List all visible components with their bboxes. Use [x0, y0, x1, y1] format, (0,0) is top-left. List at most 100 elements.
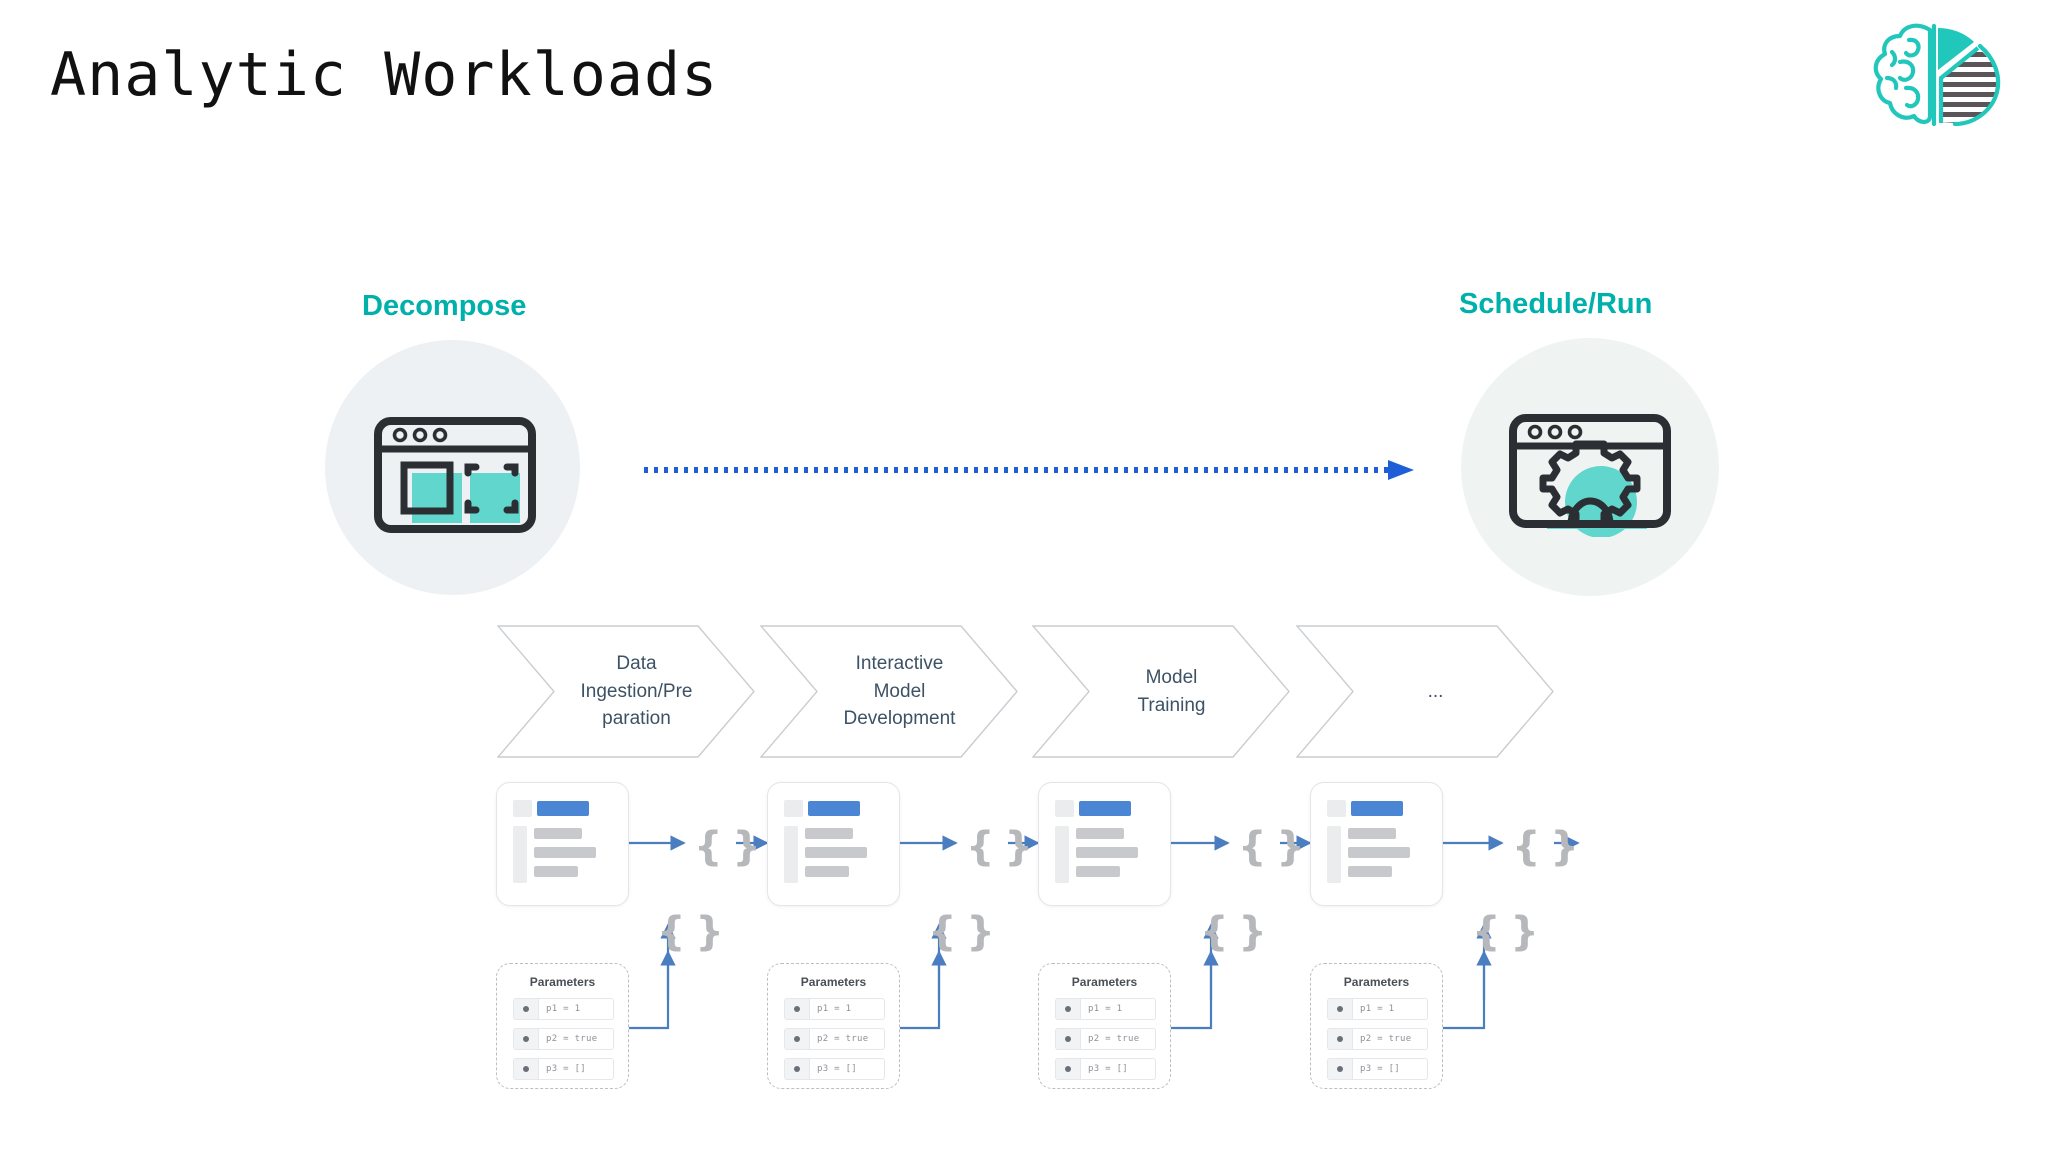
- parameter-value: p1 = 1: [1088, 1004, 1123, 1014]
- parameters-title: Parameters: [1071, 975, 1138, 989]
- notebook-gutter: [1055, 826, 1069, 883]
- notebook-body: [1055, 826, 1138, 883]
- parameter-value: p2 = true: [546, 1034, 598, 1044]
- notebook-toolbar: [1055, 800, 1131, 817]
- parameter-bullet-icon: [1056, 1059, 1081, 1079]
- chevron-label: ...: [1427, 680, 1444, 702]
- parameter-value: p2 = true: [1088, 1034, 1140, 1044]
- parameter-row[interactable]: p1 = 1: [1055, 998, 1156, 1020]
- notebook-toolbar: [1327, 800, 1403, 817]
- parameter-row[interactable]: p2 = true: [1055, 1028, 1156, 1050]
- parameters-box[interactable]: Parameters p1 = 1 p2 = true p3 = []: [767, 963, 900, 1089]
- parameter-row[interactable]: p2 = true: [513, 1028, 614, 1050]
- notebook-gutter: [1327, 826, 1341, 883]
- pipeline-stage-chevron[interactable]: Interactive Model Development: [760, 625, 1018, 758]
- notebook-line: [1076, 847, 1138, 858]
- parameters-title: Parameters: [529, 975, 596, 989]
- chevron-shape-icon: [497, 625, 755, 758]
- parameter-row[interactable]: p1 = 1: [513, 998, 614, 1020]
- browser-window-decompose-icon: [370, 415, 540, 535]
- parameter-bullet-icon: [1056, 1029, 1081, 1049]
- parameter-row[interactable]: p3 = []: [513, 1058, 614, 1080]
- curly-brace-icon: { }: [1200, 909, 1267, 955]
- parameters-list: p1 = 1 p2 = true p3 = []: [784, 998, 885, 1080]
- notebook-toolbar-square: [1055, 800, 1074, 817]
- parameters-box[interactable]: Parameters p1 = 1 p2 = true p3 = []: [496, 963, 629, 1089]
- parameter-value: p1 = 1: [1360, 1004, 1395, 1014]
- chevron-shape-icon: [1296, 625, 1554, 758]
- parameter-bullet-icon: [1328, 1029, 1353, 1049]
- stage-heading-schedule: Schedule/Run: [1459, 288, 1653, 320]
- parameter-row[interactable]: p1 = 1: [784, 998, 885, 1020]
- notebook-line: [805, 828, 853, 839]
- notebook-lines: [805, 826, 867, 883]
- notebook-body: [784, 826, 867, 883]
- parameters-title: Parameters: [800, 975, 867, 989]
- browser-window-gear-icon: [1505, 412, 1675, 538]
- parameter-row[interactable]: p3 = []: [1327, 1058, 1428, 1080]
- notebook-line: [1076, 828, 1124, 839]
- notebook-line: [1348, 866, 1392, 877]
- notebook-line: [805, 866, 849, 877]
- pipeline-stage-chevron[interactable]: Data Ingestion/Pre paration: [497, 625, 755, 758]
- parameters-box[interactable]: Parameters p1 = 1 p2 = true p3 = []: [1310, 963, 1443, 1089]
- parameter-bullet-icon: [1056, 999, 1081, 1019]
- parameter-value: p1 = 1: [817, 1004, 852, 1014]
- notebook-toolbar-bar: [1079, 801, 1131, 816]
- notebook-card[interactable]: [767, 782, 900, 906]
- notebook-card[interactable]: [496, 782, 629, 906]
- pipeline-stage-chevron[interactable]: ...: [1296, 625, 1554, 758]
- notebook-line: [534, 847, 596, 858]
- notebook-toolbar-square: [1327, 800, 1346, 817]
- notebook-lines: [1348, 826, 1410, 883]
- notebook-line: [1076, 866, 1120, 877]
- curly-brace-icon: { }: [694, 824, 761, 870]
- schedule-circle-backdrop: [1461, 338, 1719, 596]
- brain-pie-chart-logo-icon: [1873, 23, 2001, 127]
- parameter-value: p3 = []: [1088, 1064, 1129, 1074]
- parameter-row[interactable]: p2 = true: [1327, 1028, 1428, 1050]
- notebook-toolbar-bar: [537, 801, 589, 816]
- parameter-bullet-icon: [514, 999, 539, 1019]
- stage-heading-decompose: Decompose: [362, 290, 527, 322]
- parameter-value: p2 = true: [1360, 1034, 1412, 1044]
- notebook-line: [1348, 847, 1410, 858]
- curly-brace-icon: { }: [966, 824, 1033, 870]
- parameter-bullet-icon: [1328, 1059, 1353, 1079]
- parameter-value: p3 = []: [546, 1064, 587, 1074]
- notebook-body: [513, 826, 596, 883]
- parameters-box[interactable]: Parameters p1 = 1 p2 = true p3 = []: [1038, 963, 1171, 1089]
- parameter-value: p2 = true: [817, 1034, 869, 1044]
- chevron-shape-icon: [760, 625, 1018, 758]
- notebook-line: [534, 828, 582, 839]
- parameter-value: p3 = []: [1360, 1064, 1401, 1074]
- parameter-row[interactable]: p3 = []: [1055, 1058, 1156, 1080]
- parameter-bullet-icon: [785, 999, 810, 1019]
- parameters-list: p1 = 1 p2 = true p3 = []: [513, 998, 614, 1080]
- parameter-value: p3 = []: [817, 1064, 858, 1074]
- notebook-toolbar: [784, 800, 860, 817]
- notebook-toolbar-square: [513, 800, 532, 817]
- page-title: Analytic Workloads: [50, 40, 719, 110]
- notebook-line: [534, 866, 578, 877]
- pipeline-stage-chevron[interactable]: Model Training: [1032, 625, 1290, 758]
- notebook-gutter: [784, 826, 798, 883]
- notebook-line: [1348, 828, 1396, 839]
- notebook-lines: [1076, 826, 1138, 883]
- chevron-label: Interactive Model Development: [843, 653, 956, 730]
- notebook-card[interactable]: [1038, 782, 1171, 906]
- parameters-list: p1 = 1 p2 = true p3 = []: [1327, 998, 1428, 1080]
- parameter-value: p1 = 1: [546, 1004, 581, 1014]
- curly-brace-icon: { }: [657, 909, 724, 955]
- parameter-bullet-icon: [514, 1029, 539, 1049]
- notebook-body: [1327, 826, 1410, 883]
- parameter-bullet-icon: [1328, 999, 1353, 1019]
- notebook-card[interactable]: [1310, 782, 1443, 906]
- parameter-row[interactable]: p1 = 1: [1327, 998, 1428, 1020]
- parameter-row[interactable]: p3 = []: [784, 1058, 885, 1080]
- curly-brace-icon: { }: [1238, 824, 1305, 870]
- parameter-row[interactable]: p2 = true: [784, 1028, 885, 1050]
- parameter-bullet-icon: [785, 1059, 810, 1079]
- dotted-right-arrow-icon: [644, 458, 1414, 482]
